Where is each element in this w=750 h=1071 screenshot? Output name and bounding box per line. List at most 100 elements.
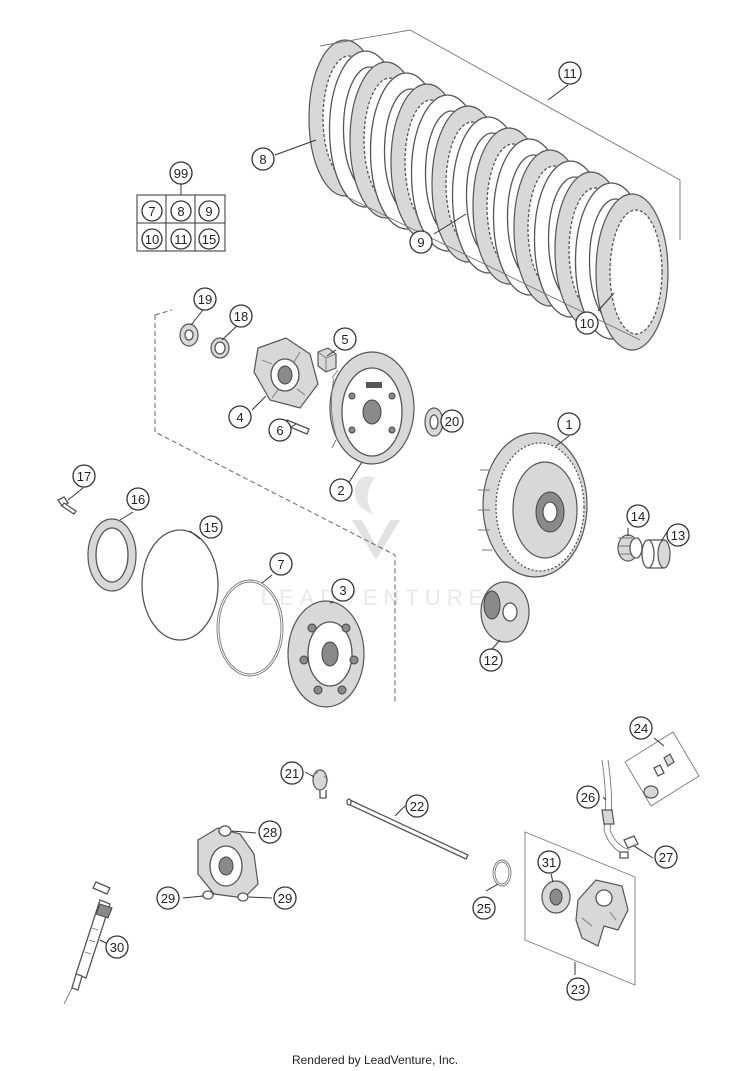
callout-label: 15: [204, 520, 218, 535]
callout-13: 13: [666, 523, 690, 547]
callout-label: 8: [259, 152, 266, 167]
callout-label: 23: [571, 982, 585, 997]
callout-label: 7: [277, 557, 284, 572]
part-23-master-cylinder: [524, 831, 636, 986]
clutch-disc-inner: [609, 209, 663, 335]
callout-label: 5: [341, 332, 348, 347]
kit-item-11: 11: [170, 228, 192, 250]
callout-circle: [229, 304, 253, 328]
kit-item-15: 15: [198, 228, 220, 250]
callout-label: 9: [417, 235, 424, 250]
callout-20: 20: [440, 409, 464, 433]
callout-3: 3: [331, 578, 355, 602]
callout-circle: [629, 716, 653, 740]
assembly-frame: [154, 309, 396, 703]
footer-credit: Rendered by LeadVenture, Inc.: [291, 1053, 459, 1067]
part-1-clutch-basket: [478, 432, 588, 578]
callout-9: 9: [409, 230, 433, 254]
kit-item-label: 11: [174, 232, 188, 247]
callout-label: 4: [236, 410, 243, 425]
kit-item-label: 8: [177, 204, 184, 219]
callout-circle: [558, 61, 582, 85]
callout-circle: [575, 311, 599, 335]
callout-label: 26: [581, 790, 595, 805]
callout-circle: [141, 228, 163, 250]
callout-23: 23: [566, 977, 590, 1001]
part-7-oring: [216, 579, 284, 677]
callout-circle: [156, 886, 180, 910]
callout-6: 6: [268, 418, 292, 442]
callout-circle: [331, 578, 355, 602]
part-4-hub: [253, 337, 319, 409]
callout-label: 1: [565, 417, 572, 432]
part-3-pressure-disc: [287, 600, 365, 708]
callout-27: 27: [654, 845, 678, 869]
part-19-washer: [179, 323, 199, 347]
callout-label: 17: [77, 469, 91, 484]
callout-24: 24: [629, 716, 653, 740]
callout-circle: [654, 845, 678, 869]
callouts: 1234567891011121314151617181920212223242…: [72, 61, 690, 1001]
callout-circle: [566, 977, 590, 1001]
watermark: LEADVENTURE: [261, 476, 483, 610]
callout-25: 25: [472, 896, 496, 920]
part-21-piston: [311, 769, 329, 799]
kit-item-label: 7: [148, 204, 155, 219]
callout-2: 2: [329, 478, 353, 502]
callout-31: 31: [537, 850, 561, 874]
kit-item-label: 10: [145, 232, 159, 247]
callout-label: 2: [337, 483, 344, 498]
kit-label: 99: [174, 166, 188, 181]
part-15-disc: [141, 529, 219, 641]
callout-circle: [193, 287, 217, 311]
callout-10: 10: [575, 311, 599, 335]
callout-19: 19: [193, 287, 217, 311]
callout-14: 14: [626, 504, 650, 528]
callout-circle: [273, 886, 297, 910]
callout-circle: [170, 228, 192, 250]
callout-circle: [228, 405, 252, 429]
callout-label: 12: [484, 653, 498, 668]
callout-label: 25: [477, 901, 491, 916]
kit-callout: 99: [169, 161, 193, 185]
callout-circle: [405, 794, 429, 818]
clutch-disc-stack: [308, 29, 681, 351]
callout-label: 14: [631, 509, 645, 524]
callout-11: 11: [558, 61, 582, 85]
callout-label: 3: [339, 583, 346, 598]
callout-circle: [557, 412, 581, 436]
callout-5: 5: [333, 327, 357, 351]
part-30-syringe: [63, 881, 113, 1005]
callout-22: 22: [405, 794, 429, 818]
callout-29b: 29: [273, 886, 297, 910]
part-20-washer: [424, 407, 444, 437]
callout-30: 30: [105, 935, 129, 959]
callout-circle: [472, 896, 496, 920]
callout-18: 18: [229, 304, 253, 328]
callout-label: 27: [659, 850, 673, 865]
callout-label: 29: [161, 891, 175, 906]
kit-item-8: 8: [170, 200, 192, 222]
callout-label: 11: [563, 66, 577, 81]
callout-circle: [251, 147, 275, 171]
callout-circle: [268, 418, 292, 442]
callout-circle: [666, 523, 690, 547]
callout-circle: [576, 785, 600, 809]
callout-8: 8: [251, 147, 275, 171]
kit-item-10: 10: [141, 228, 163, 250]
part-18-ring: [210, 337, 230, 359]
callout-label: 10: [580, 316, 594, 331]
callout-label: 6: [276, 423, 283, 438]
callout-circle: [409, 230, 433, 254]
callout-label: 31: [542, 855, 556, 870]
callout-21: 21: [280, 761, 304, 785]
callout-circle: [126, 487, 150, 511]
part-17-bolt: [57, 496, 77, 515]
kit-item-7: 7: [141, 200, 163, 222]
callout-7: 7: [269, 552, 293, 576]
callout-label: 28: [263, 825, 277, 840]
callout-17: 17: [72, 464, 96, 488]
part-5-block: [317, 347, 337, 373]
callout-circle: [537, 850, 561, 874]
